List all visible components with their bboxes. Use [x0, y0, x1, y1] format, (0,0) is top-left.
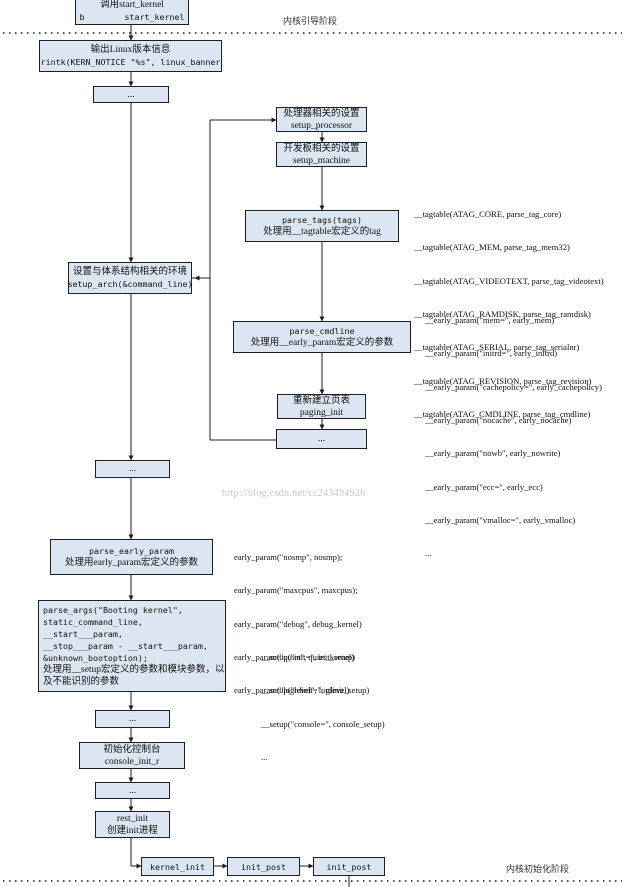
parse-cmdline-code: parse_cmdline: [289, 326, 355, 336]
start-kernel-code: b start_kernel: [79, 11, 185, 22]
early-param-line-1: early_param("nosmp", nosmp);: [234, 552, 343, 563]
kernel-init-box: kernel_init: [141, 857, 214, 876]
init-post-label-1: init_post: [241, 861, 286, 872]
paging-init-box: 重新建立页表 paging_init: [277, 394, 366, 419]
parse-args-line-2: static_command_line,: [43, 617, 143, 627]
setup-machine-code: setup_machine: [293, 155, 350, 166]
boot-stage-label: 内核引导阶段: [283, 17, 338, 27]
early-param-arch-line-1: __early_param("mem=", early_mem): [425, 315, 555, 326]
rest-init-box: rest_init 创建init进程: [95, 811, 170, 838]
init-post-label-2: init_post: [326, 861, 372, 872]
setup-line-4: ...: [261, 752, 268, 763]
start-kernel-title: 调用start_kernel: [100, 0, 164, 10]
ellipsis-4: ...: [128, 785, 137, 796]
parse-tags-box: parse_tags(tags) 处理用__tagtable宏定义的tag: [245, 210, 399, 242]
parse-args-box: parse_args("Booting kernel", static_comm…: [38, 600, 226, 692]
init-post-box-1: init_post: [227, 857, 300, 876]
console-init-code: console_init_r: [104, 756, 160, 767]
ellipsis-box-3: ...: [95, 710, 170, 728]
kernel-init-label: kernel_init: [150, 861, 205, 872]
setup-machine-box: 开发板相关的设置 setup_machine: [276, 142, 367, 167]
ellipsis-box-4: ...: [95, 782, 170, 799]
early-param-line-5: early_param("loglevel", loglevel): [234, 685, 350, 696]
setup-arch-box: 设置与体系结构相关的环境 setup_arch(&command_line): [68, 262, 192, 294]
parse-cmdline-box: parse_cmdline 处理用__early_param宏定义的参数: [233, 321, 411, 353]
tagtable-line-2: __tagtable(ATAG_MEM, parse_tag_mem32): [414, 242, 570, 253]
start-kernel-box: 调用start_kernel b start_kernel: [75, 0, 189, 25]
parse-tags-desc: 处理用__tagtable宏定义的tag: [263, 227, 381, 237]
rest-init-code: rest_init: [116, 813, 149, 824]
ellipsis-3: ...: [128, 714, 137, 724]
early-param-note: early_param("nosmp", nosmp); early_param…: [234, 530, 362, 719]
parse-early-param-desc: 处理用early_param宏定义的参数: [65, 558, 198, 568]
linux-banner-box: 输出Linux版本信息 printk(KERN_NOTICE "%s", lin…: [39, 40, 222, 72]
early-param-arch-line-2: __early_param("initrd=", early_initrd): [425, 348, 558, 359]
setup-processor-box: 处理器相关的设置 setup_processor: [276, 107, 367, 132]
early-param-line-4: early_param("quiet", quiet_kernel): [234, 652, 355, 663]
early-param-arch-line-5: __early_param("nowb", early_nowrite): [425, 448, 561, 459]
setup-processor-title: 处理器相关的设置: [283, 108, 360, 119]
setup-machine-title: 开发板相关的设置: [283, 143, 360, 154]
parse-early-param-box: parse_early_param 处理用early_param宏定义的参数: [50, 539, 213, 575]
init-stage-label: 内核初始化阶段: [506, 865, 570, 875]
setup-arch-code: setup_arch(&command_line): [68, 279, 192, 289]
linux-banner-code: printk(KERN_NOTICE "%s", linux_banner): [39, 57, 222, 67]
setup-processor-code: setup_processor: [290, 120, 353, 131]
console-init-title: 初始化控制台: [103, 744, 161, 755]
ellipsis-box-1: ...: [93, 86, 169, 103]
ellipsis-1: ...: [127, 89, 135, 100]
ellipsis-2: ...: [128, 464, 137, 474]
parse-args-desc-2: 及不能识别的参数: [43, 677, 120, 687]
rest-init-desc: 创建init进程: [107, 825, 158, 836]
tagtable-note: __tagtable(ATAG_CORE, parse_tag_core) __…: [414, 187, 604, 442]
early-param-line-2: early_param("maxcpus", maxcpus);: [234, 585, 358, 596]
early-param-arch-line-3: __early_param("cachepolicy=", early_cach…: [425, 381, 602, 392]
setup-line-2: __setup("rdinit=", rdinit_setup): [261, 685, 370, 696]
parse-args-line-3: __start___param,: [43, 629, 123, 639]
parse-args-desc-1: 处理用__setup宏定义的参数和模块参数，以: [43, 665, 225, 675]
setup-line-3: __setup("console=", console_setup): [261, 718, 385, 729]
parse-args-line-4: __stop___param - __start___param,: [43, 641, 208, 651]
watermark: http://blog.csdn.net/cc243494926: [222, 488, 366, 499]
early-param-arch-line-6: __early_param("ecc=", early_ecc): [425, 481, 543, 492]
setup-note: __setup("init=", init_setup) __setup("rd…: [261, 630, 385, 785]
tagtable-line-1: __tagtable(ATAG_CORE, parse_tag_core): [414, 209, 562, 220]
parse-args-line-5: &unknown_bootoption);: [43, 653, 148, 663]
early-param-arch-line-4: __early_param("nocache", early_nocache): [425, 415, 572, 426]
setup-arch-title: 设置与体系结构相关的环境: [72, 267, 187, 277]
console-init-box: 初始化控制台 console_init_r: [79, 742, 185, 769]
tagtable-line-7: __tagtable(ATAG_CMDLINE, parse_tag_cmdli…: [414, 408, 591, 419]
early-param-arch-note: __early_param("mem=", early_mem) __early…: [425, 293, 602, 581]
paging-init-code: paging_init: [299, 407, 344, 418]
ellipsis-arch: ...: [317, 434, 326, 444]
early-param-arch-line-7: __early_param("vmalloc=", early_vmalloc): [425, 514, 576, 525]
tagtable-line-4: __tagtable(ATAG_RAMDISK, parse_tag_ramdi…: [414, 309, 591, 320]
early-param-line-3: early_param("debug", debug_kernel): [234, 618, 362, 629]
ellipsis-box-arch: ...: [276, 429, 367, 449]
tagtable-line-6: __tagtable(ATAG_REVISION, parse_tag_revi…: [414, 375, 592, 386]
early-param-arch-line-8: ...: [425, 548, 432, 559]
linux-banner-title: 输出Linux版本信息: [90, 45, 171, 55]
parse-args-line-1: parse_args("Booting kernel",: [43, 605, 183, 615]
tagtable-line-3: __tagtable(ATAG_VIDEOTEXT, parse_tag_vid…: [414, 275, 604, 286]
tagtable-line-5: __tagtable(ATAG_SERIAL, parse_tag_serial…: [414, 342, 580, 353]
setup-line-1: __setup("init=", init_setup): [261, 652, 355, 663]
ellipsis-box-2: ...: [95, 460, 170, 478]
parse-cmdline-desc: 处理用__early_param宏定义的参数: [250, 338, 394, 348]
paging-init-title: 重新建立页表: [292, 395, 350, 406]
init-post-box-2: init_post: [313, 857, 385, 876]
parse-early-param-code: parse_early_param: [89, 546, 174, 556]
parse-tags-code: parse_tags(tags): [282, 215, 362, 225]
